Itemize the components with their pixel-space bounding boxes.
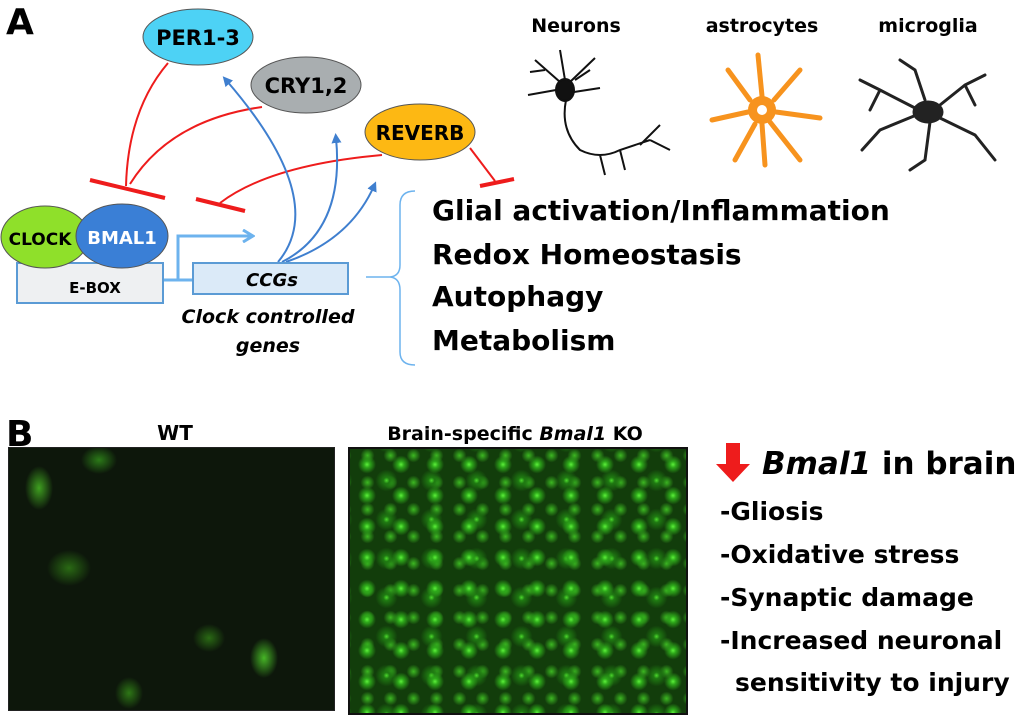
microglia-icon — [858, 58, 997, 172]
ccg-caption-line1: Clock controlled — [182, 306, 355, 328]
per-label: PER1-3 — [156, 26, 240, 50]
activation-arrows — [222, 76, 377, 263]
inhibition-lines — [125, 62, 496, 204]
down-arrow-icon — [716, 443, 750, 482]
panel-b-label: B — [6, 414, 33, 455]
reverb-glia-inhibit-line — [469, 147, 496, 182]
reverb-inhibit-line — [219, 154, 383, 204]
cry-label: CRY1,2 — [265, 74, 348, 98]
ccgs-label: CCGs — [246, 270, 298, 291]
wt-title: WT — [157, 421, 193, 445]
inhibition-bars — [89, 177, 515, 213]
cry-inhibit-line — [129, 106, 263, 185]
ccgs-box — [192, 262, 349, 295]
process-item: Redox Homeostasis — [432, 238, 742, 271]
effects-list: -Gliosis -Oxidative stress -Synaptic dam… — [720, 497, 1010, 697]
astrocytes-label: astrocytes — [706, 15, 819, 37]
transcription-arrow — [163, 236, 253, 282]
process-list: Glial activation/Inflammation Redox Home… — [432, 194, 890, 357]
ko-micrograph — [348, 447, 688, 715]
ko-title: Brain-specific Bmal1 KO — [387, 423, 643, 445]
ccg-caption-line2: genes — [236, 335, 300, 357]
summary-heading: Bmal1 in brain — [762, 446, 1016, 482]
cry-node — [250, 56, 362, 114]
brace — [366, 190, 416, 366]
effect-item: -Synaptic damage — [720, 583, 974, 612]
effect-item: sensitivity to injury — [735, 668, 1010, 697]
bmal1-node — [75, 203, 169, 269]
per-node — [142, 8, 254, 66]
clock-label: CLOCK — [9, 230, 73, 250]
ebox-box — [16, 262, 164, 304]
wt-micrograph — [8, 447, 335, 711]
per-inhibit-line — [125, 62, 169, 187]
reverb-node — [364, 103, 476, 161]
process-item: Glial activation/Inflammation — [432, 194, 890, 227]
ebox-label: E-BOX — [69, 279, 121, 297]
effect-item: -Increased neuronal — [720, 626, 1002, 655]
process-item: Metabolism — [432, 324, 615, 357]
effect-item: -Gliosis — [720, 497, 824, 526]
process-item: Autophagy — [432, 280, 603, 313]
astrocyte-icon — [709, 52, 823, 168]
neurons-label: Neurons — [531, 15, 621, 37]
effect-item: -Oxidative stress — [720, 540, 959, 569]
reverb-label: REVERB — [376, 121, 465, 145]
bmal1-label: BMAL1 — [87, 228, 157, 249]
panel-a-label: A — [6, 2, 34, 43]
neuron-icon — [527, 49, 671, 176]
microglia-label: microglia — [878, 15, 977, 37]
